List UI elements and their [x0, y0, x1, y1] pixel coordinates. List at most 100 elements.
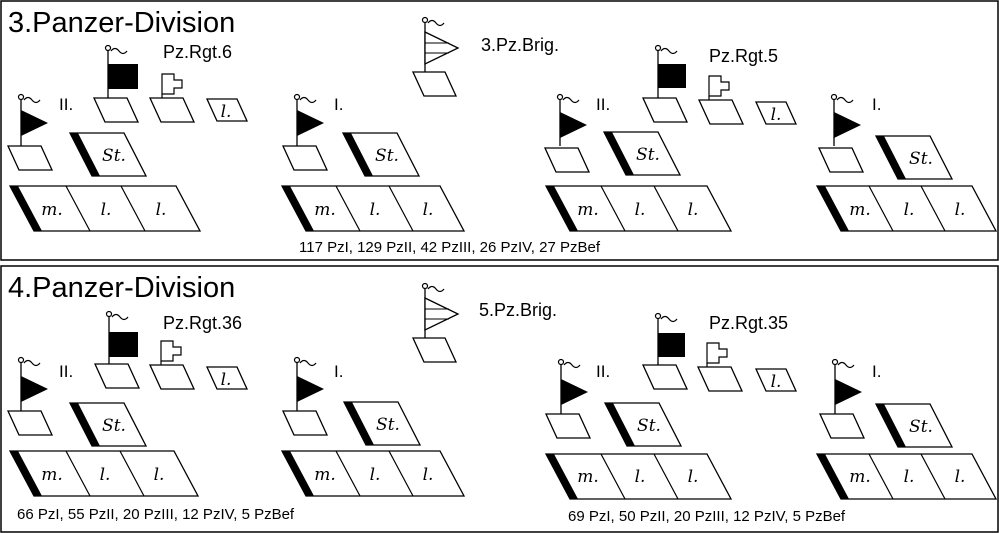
signal-icon [161, 73, 183, 98]
battalion-group: I. St. m. l. l. [280, 356, 466, 497]
company-light-label: l. [370, 200, 381, 220]
signal-icon [160, 340, 182, 365]
staff-company-label: St. [102, 146, 126, 166]
company-light-label: l. [688, 200, 699, 220]
company-light-label: l. [154, 465, 165, 485]
brigade-label: 5.Pz.Brig. [479, 300, 557, 320]
battalion-numeral: I. [334, 95, 343, 114]
division-title: 3.Panzer-Division [8, 7, 235, 39]
regiment-flag-icon [105, 310, 138, 364]
company-light-label: l. [955, 467, 966, 487]
vehicle-icon [148, 364, 196, 390]
vehicle-icon [281, 145, 329, 171]
company-row: m. l. l. [544, 453, 733, 500]
vehicle-icon [93, 363, 141, 389]
company-medium-label: m. [314, 465, 336, 485]
company-row: m. l. l. [544, 185, 733, 232]
light-platoon-box [205, 366, 249, 390]
battalion-flag-icon [830, 93, 861, 146]
staff-company-box: St. [68, 402, 148, 447]
staff-company-label: St. [909, 149, 933, 169]
company-light-label: l. [370, 465, 381, 485]
regiment-flag-icon [104, 44, 138, 98]
company-medium-label: m. [314, 200, 336, 220]
vehicle-icon [411, 337, 458, 363]
company-medium-label: m. [41, 465, 63, 485]
staff-company-box: St. [342, 401, 422, 446]
brigade-label: 3.Pz.Brig. [481, 35, 559, 55]
battalion-numeral: I. [872, 362, 881, 381]
battalion-group: II. St. m. l. l. [543, 93, 733, 232]
vehicle-icon [641, 97, 689, 123]
panel-3-panzer-division [0, 0, 999, 261]
tank-strength-summary: 117 PzI, 129 PzII, 42 PzIII, 26 PzIV, 27… [299, 239, 601, 256]
vehicle-icon [148, 97, 196, 123]
company-row: m. l. l. [8, 450, 200, 497]
regiment-label: Pz.Rgt.6 [163, 42, 232, 62]
tank-strength-summary: 69 PzI, 50 PzII, 20 PzIII, 12 PzIV, 5 Pz… [568, 508, 846, 525]
pennant-icon [421, 16, 460, 72]
vehicle-icon [281, 410, 329, 436]
light-platoon-label: l. [221, 102, 232, 122]
battalion-flag-icon [293, 356, 324, 411]
company-light-label: l. [156, 200, 167, 220]
company-light-label: l. [635, 467, 646, 487]
vehicle-icon [6, 145, 54, 171]
company-light-label: l. [423, 200, 434, 220]
brigade-hq: 3.Pz.Brig. [411, 16, 559, 97]
brigade-hq: 5.Pz.Brig. [411, 282, 557, 363]
battalion-flag-icon [17, 356, 48, 411]
vehicle-icon [641, 364, 689, 390]
regiment-label: Pz.Rgt.36 [163, 313, 242, 333]
staff-company-label: St. [102, 416, 126, 436]
light-platoon-box [754, 101, 798, 125]
company-medium-label: m. [849, 200, 871, 220]
battalion-group: II. St. m. l. l. [6, 93, 202, 232]
battalion-group: II. St. m. l. l. [544, 358, 733, 500]
vehicle-icon [696, 366, 744, 392]
company-row: m. l. l. [8, 185, 202, 232]
battalion-numeral: II. [596, 95, 610, 114]
light-platoon-box [754, 368, 798, 392]
panel-4-panzer-division [0, 265, 999, 533]
staff-company-label: St. [375, 146, 399, 166]
light-platoon-label: l. [771, 372, 782, 392]
light-platoon-label: l. [771, 105, 782, 125]
battalion-numeral: II. [59, 95, 73, 114]
staff-company-box: St. [341, 132, 421, 177]
battalion-group: I. St. m. l. l. [815, 93, 998, 232]
company-medium-label: m. [849, 467, 871, 487]
signal-icon [708, 75, 730, 100]
battalion-flag-icon [831, 358, 862, 414]
vehicle-icon [544, 413, 592, 439]
company-medium-label: m. [41, 200, 63, 220]
battalion-numeral: I. [334, 362, 343, 381]
company-light-label: l. [688, 467, 699, 487]
regiment-hq: Pz.Rgt.36 l. [93, 310, 249, 390]
company-light-label: l. [423, 465, 434, 485]
company-light-label: l. [100, 465, 111, 485]
regiment-flag-icon [654, 312, 685, 365]
regiment-hq: Pz.Rgt.5 l. [641, 44, 798, 125]
company-light-label: l. [904, 467, 915, 487]
vehicle-icon [6, 410, 54, 436]
staff-company-box: St. [874, 403, 954, 448]
vehicle-icon [543, 147, 591, 173]
division-title: 4.Panzer-Division [8, 272, 235, 304]
staff-company-label: St. [636, 145, 660, 165]
staff-company-label: St. [909, 417, 933, 437]
company-row: m. l. l. [815, 185, 998, 232]
vehicle-icon [411, 71, 458, 97]
battalion-numeral: II. [596, 362, 610, 381]
vehicle-icon [697, 99, 745, 125]
battalion-group: I. St. m. l. l. [815, 358, 998, 500]
light-platoon-label: l. [221, 370, 232, 390]
battalion-group: I. St. m. l. l. [280, 93, 466, 232]
staff-company-box: St. [602, 131, 682, 176]
battalion-numeral: II. [59, 362, 73, 381]
company-light-label: l. [101, 200, 112, 220]
company-light-label: l. [904, 200, 915, 220]
company-row: m. l. l. [280, 450, 466, 497]
battalion-flag-icon [557, 358, 588, 414]
